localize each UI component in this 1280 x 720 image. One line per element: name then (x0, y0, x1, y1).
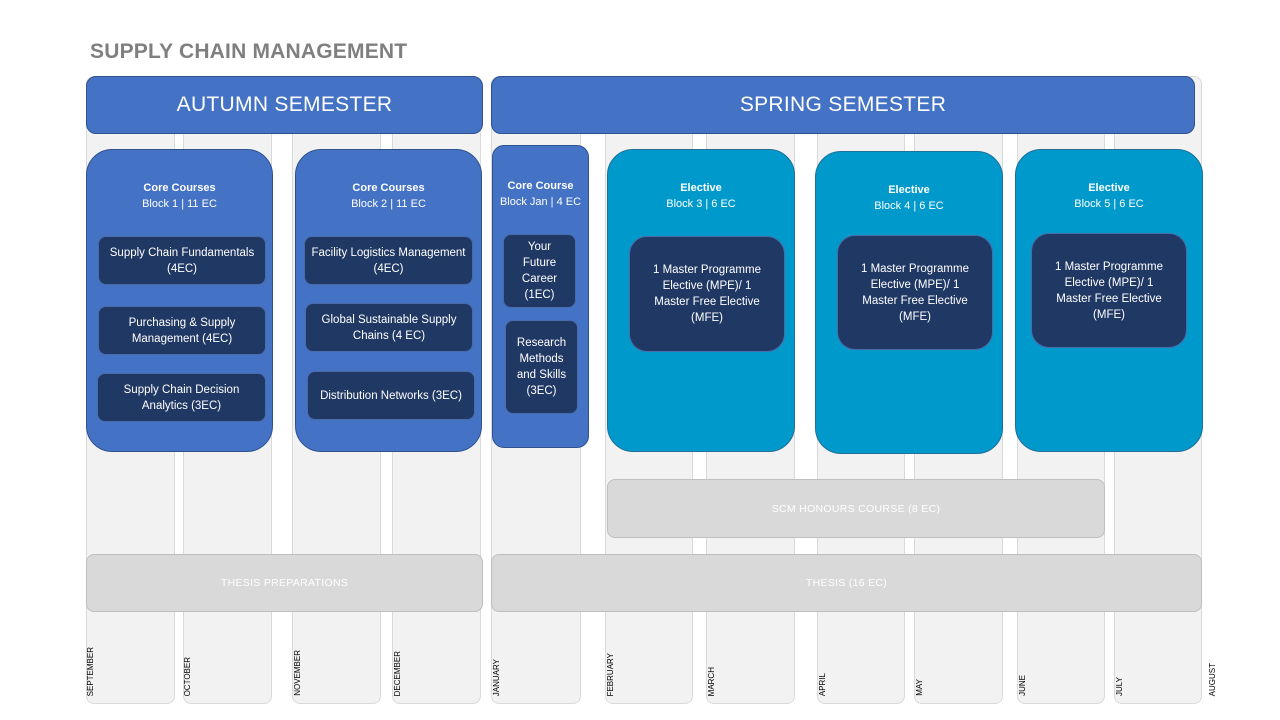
block-2-heading: Core Courses (352, 182, 425, 194)
month-label-november: NOVEMBER (293, 650, 302, 696)
course-global-sustainable-supply-chains[interactable]: Global Sustainable Supply Chains (4 EC) (305, 303, 473, 352)
course-facility-logistics-management[interactable]: Facility Logistics Management (4EC) (304, 236, 473, 285)
block-1-heading: Core Courses (143, 182, 216, 194)
month-label-october: OCTOBER (183, 656, 192, 696)
block-4-subheading: Block 4 | 6 EC (874, 200, 944, 212)
month-label-february: FEBRUARY (606, 652, 615, 696)
scm-honours-course-bar[interactable]: SCM HONOURS COURSE (8 EC) (607, 479, 1105, 538)
month-label-september: SEPTEMBER (86, 646, 95, 696)
block-1-subheading: Block 1 | 11 EC (142, 198, 217, 210)
spring-semester-header: SPRING SEMESTER (491, 76, 1195, 134)
block-5-subheading: Block 5 | 6 EC (1074, 198, 1144, 210)
block-4-heading: Elective (888, 184, 930, 196)
course-your-future-career[interactable]: Your Future Career (1EC) (503, 234, 576, 308)
block-3-heading: Elective (680, 182, 722, 194)
block-2-subheading: Block 2 | 11 EC (351, 198, 426, 210)
thesis-preparations-bar[interactable]: THESIS PREPARATIONS (86, 554, 483, 612)
course-elective-block-5[interactable]: 1 Master Programme Elective (MPE)/ 1 Mas… (1031, 233, 1187, 348)
month-label-june: JUNE (1018, 675, 1027, 696)
month-label-august: AUGUST (1208, 662, 1217, 696)
course-supply-chain-fundamentals[interactable]: Supply Chain Fundamentals (4EC) (98, 236, 266, 285)
month-label-january: JANUARY (492, 658, 501, 696)
course-research-methods-and-skills[interactable]: Research Methods and Skills (3EC) (505, 320, 578, 414)
course-supply-chain-decision-analytics[interactable]: Supply Chain Decision Analytics (3EC) (97, 373, 266, 422)
course-elective-block-3[interactable]: 1 Master Programme Elective (MPE)/ 1 Mas… (629, 236, 785, 352)
course-purchasing-supply-management[interactable]: Purchasing & Supply Management (4EC) (98, 306, 266, 355)
block-3-subheading: Block 3 | 6 EC (666, 198, 736, 210)
month-label-july: JULY (1115, 677, 1124, 696)
month-label-april: APRIL (818, 672, 827, 696)
month-label-may: MAY (915, 679, 924, 696)
course-distribution-networks[interactable]: Distribution Networks (3EC) (307, 371, 475, 420)
page-title: SUPPLY CHAIN MANAGEMENT (90, 40, 408, 63)
month-label-december: DECEMBER (393, 650, 402, 696)
thesis-bar[interactable]: THESIS (16 EC) (491, 554, 1202, 612)
block-5-heading: Elective (1088, 182, 1130, 194)
course-elective-block-4[interactable]: 1 Master Programme Elective (MPE)/ 1 Mas… (837, 235, 993, 350)
block-jan-heading: Core Course (507, 180, 574, 192)
block-jan-subheading: Block Jan | 4 EC (499, 196, 582, 208)
month-label-march: MARCH (707, 666, 716, 696)
autumn-semester-header: AUTUMN SEMESTER (86, 76, 483, 134)
